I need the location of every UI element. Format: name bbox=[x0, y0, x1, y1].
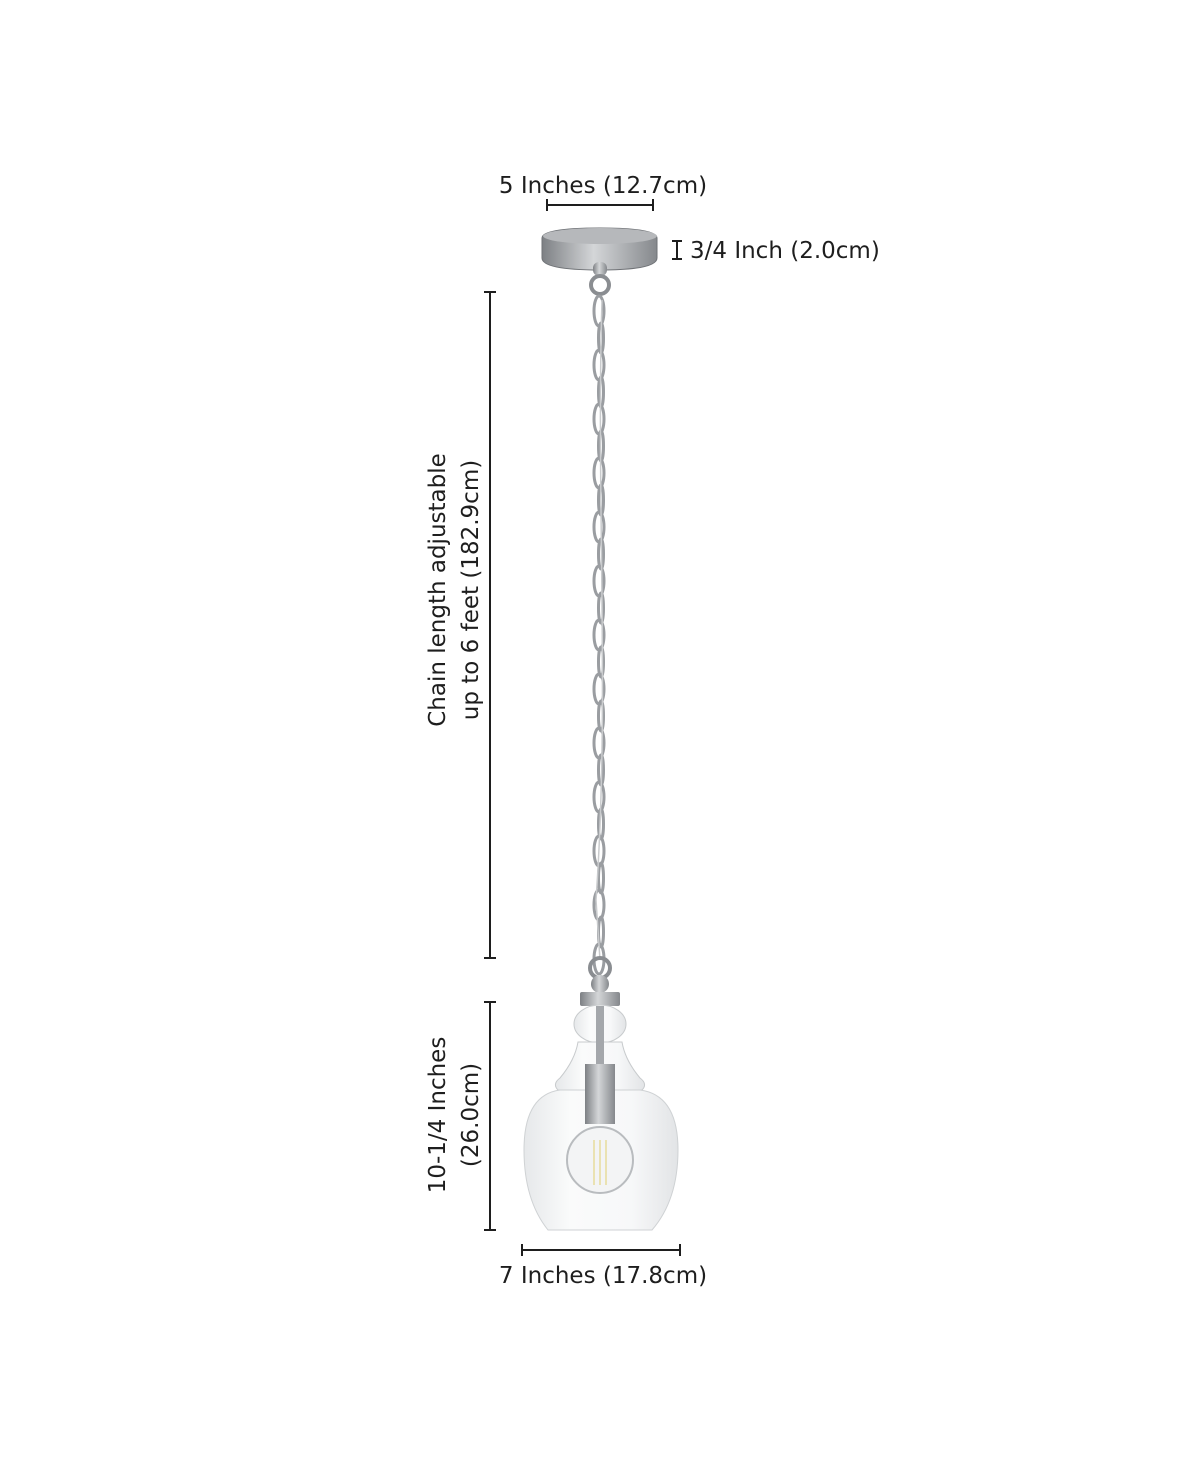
canopy-width-dimension-line bbox=[546, 199, 654, 211]
canopy-width-label: 5 Inches (12.7cm) bbox=[499, 173, 707, 199]
chain-link bbox=[592, 348, 606, 382]
chain-link bbox=[592, 780, 606, 814]
canopy bbox=[541, 227, 658, 296]
chain-link bbox=[592, 888, 606, 922]
chain-length-dimension-line bbox=[484, 291, 496, 959]
shade-height-label-line2: (26.0cm) bbox=[458, 1063, 484, 1167]
chain-link bbox=[592, 402, 606, 436]
canopy-height-label: 3/4 Inch (2.0cm) bbox=[690, 238, 880, 264]
pendant-shade bbox=[523, 956, 679, 1231]
shade-width-dimension-line bbox=[521, 1244, 681, 1256]
power-cord bbox=[595, 299, 604, 961]
chain-link bbox=[597, 861, 605, 895]
chain-length-label-line2: up to 6 feet (182.9cm) bbox=[458, 460, 484, 720]
shade-height-label-line1: 10-1/4 Inches bbox=[425, 1037, 451, 1194]
chain-link bbox=[592, 510, 606, 544]
chain-link bbox=[592, 456, 606, 490]
shade-width-label: 7 Inches (17.8cm) bbox=[499, 1263, 707, 1289]
chain-length-label-line1: Chain length adjustable bbox=[425, 453, 451, 727]
shade-height-dimension-line bbox=[484, 1001, 496, 1231]
canopy-height-dimension-line bbox=[672, 240, 682, 260]
